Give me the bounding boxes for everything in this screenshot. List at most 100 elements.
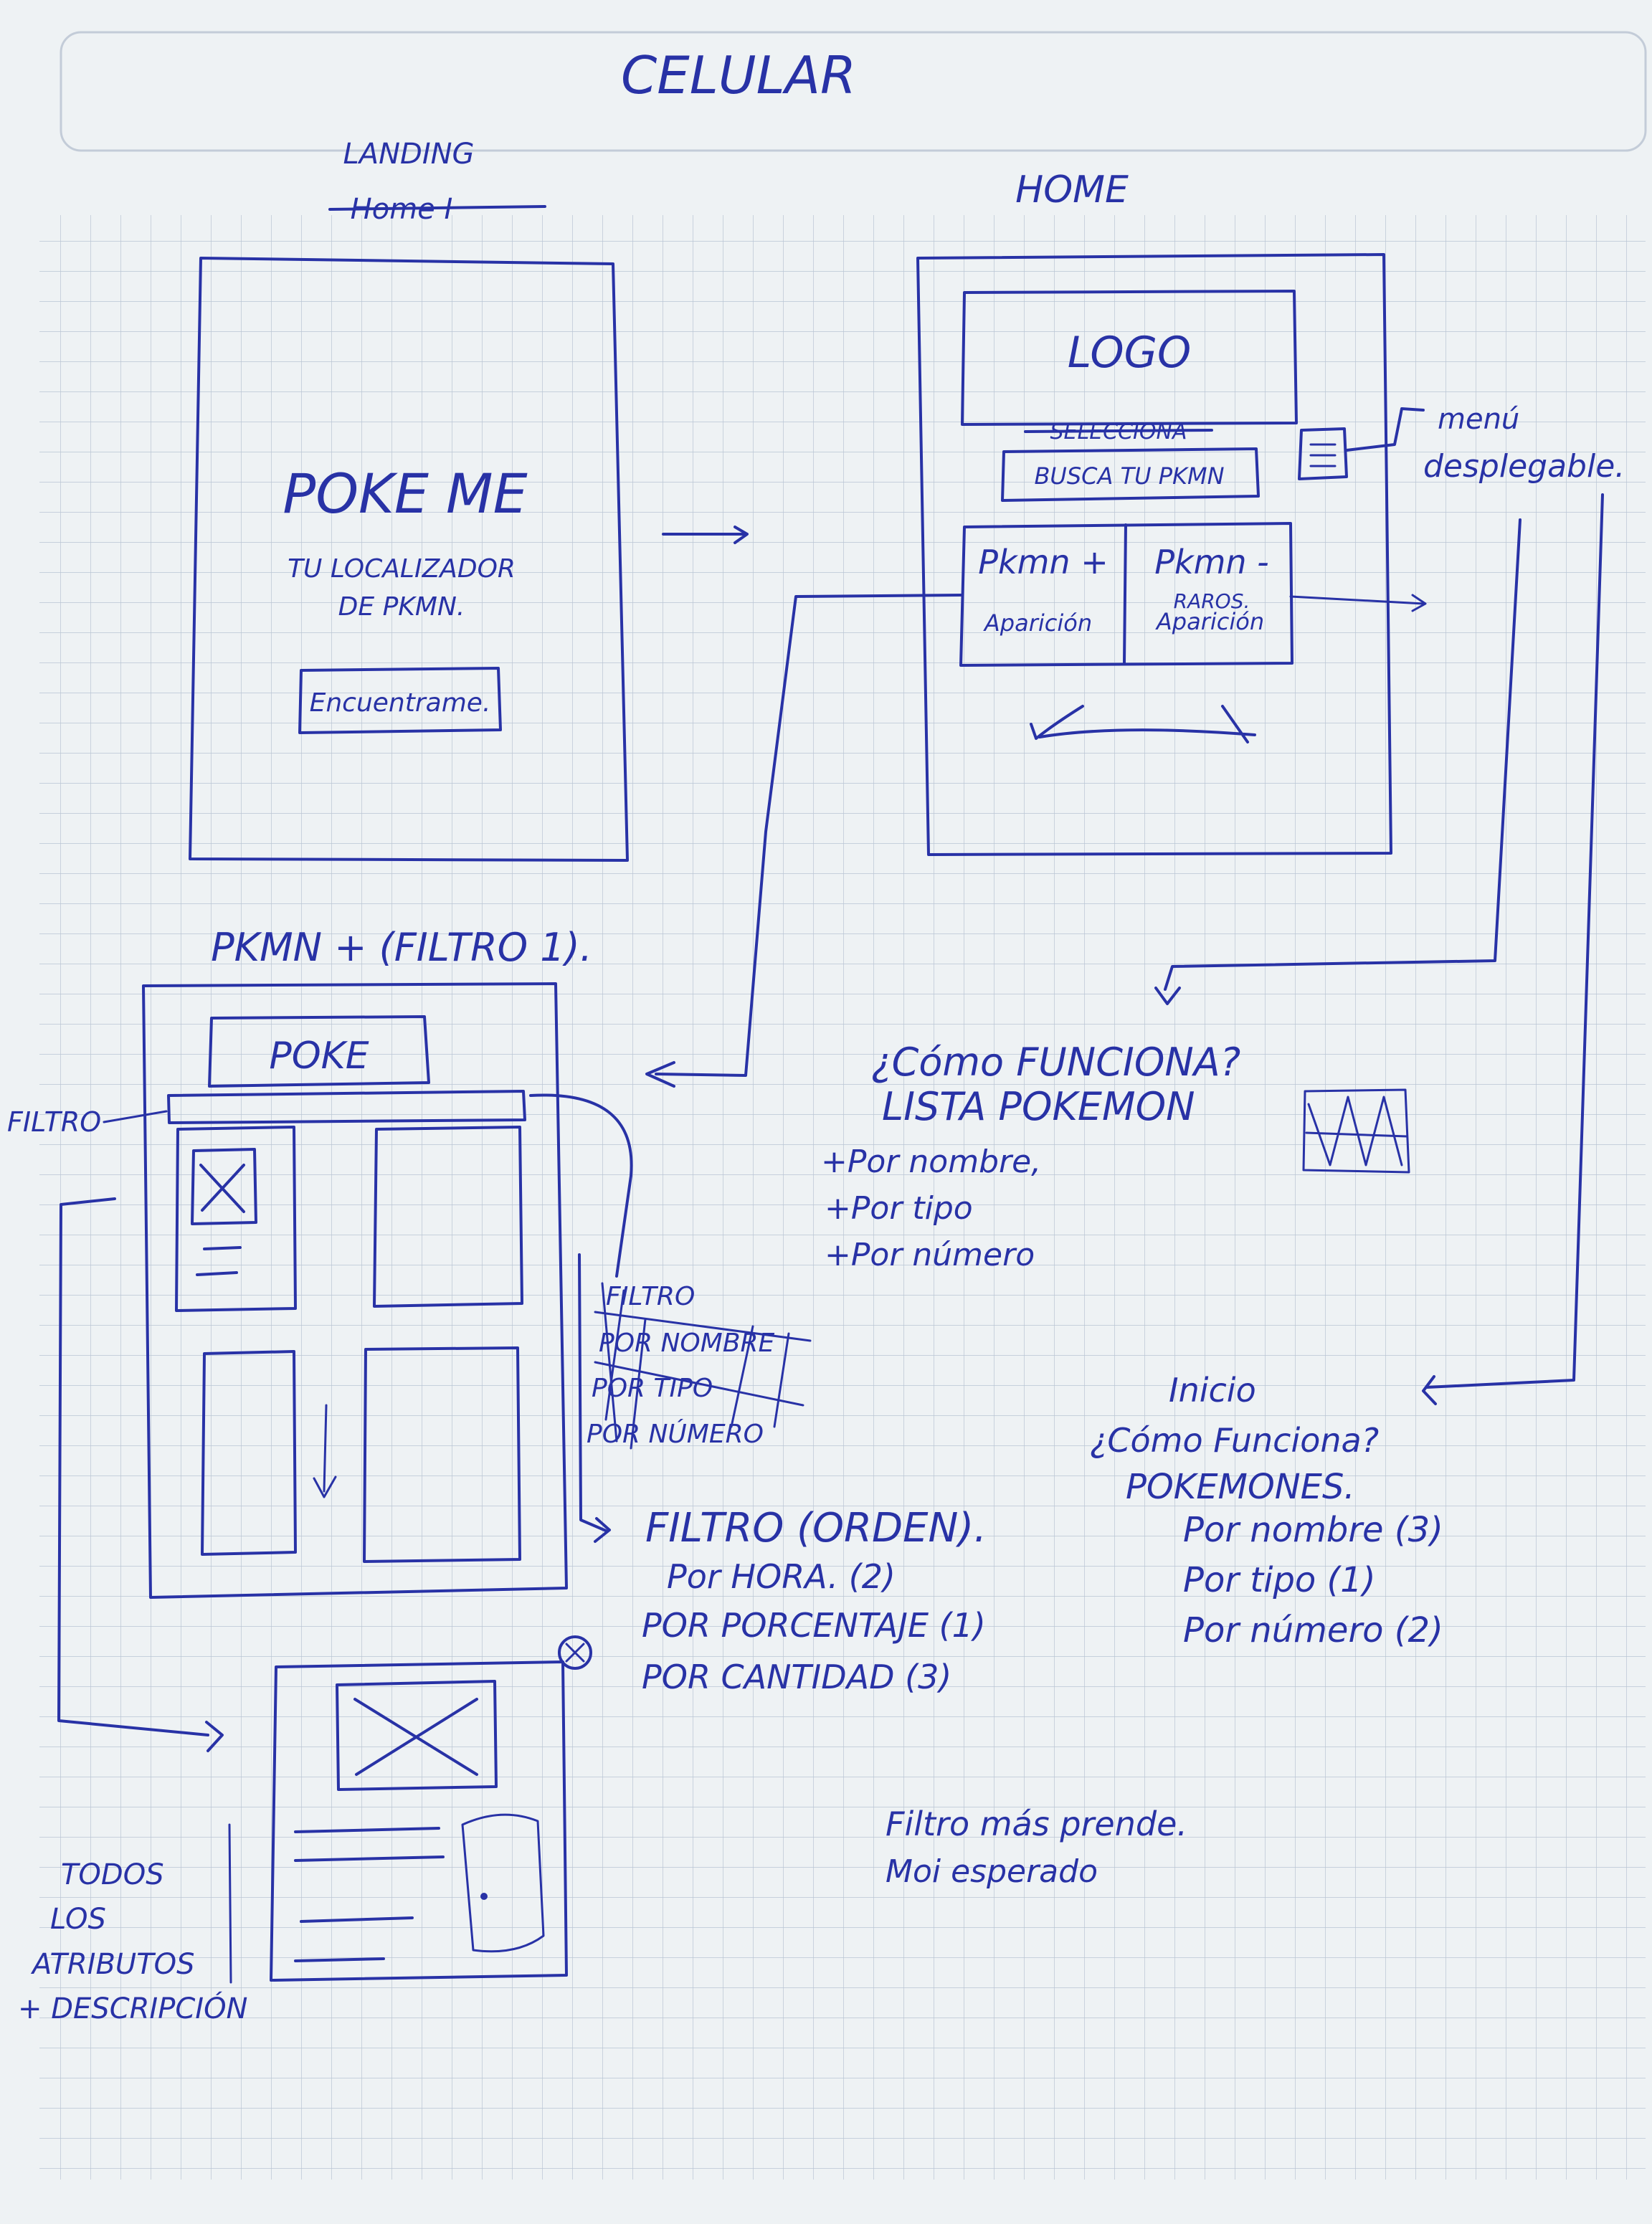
menu-note-2: desplegable. — [1423, 448, 1625, 485]
connector-pkmn-list — [655, 594, 962, 1077]
menu-sub-item: Por nombre (3) — [1183, 1510, 1443, 1550]
detail-note-line: ATRIBUTOS — [30, 1948, 195, 1981]
menu-list-item: Inicio — [1169, 1371, 1256, 1410]
home-cards-divider — [1123, 523, 1127, 665]
landing-cta-button — [298, 667, 502, 734]
filtro-leader — [103, 1110, 168, 1123]
arrowhead — [1154, 987, 1181, 1005]
detail-dot — [480, 1893, 488, 1900]
como-funciona-item: +Por número — [825, 1237, 1035, 1273]
arrowhead — [734, 526, 749, 544]
menu-sub-item: Por tipo (1) — [1183, 1560, 1376, 1600]
filtro-orden-item: POR PORCENTAJE (1) — [642, 1606, 986, 1645]
landing-brand: POKE ME — [283, 462, 527, 526]
crossout-scribble — [594, 1282, 812, 1450]
pkmn-list-logo: POKE — [269, 1035, 369, 1078]
pokemon-card — [201, 1350, 297, 1556]
landing-phone-frame — [189, 257, 629, 862]
detail-note-line: LOS — [50, 1903, 106, 1936]
detail-note-line: + DESCRIPCIÓN — [18, 1991, 247, 2025]
pokemon-card — [363, 1346, 521, 1563]
landing-label: LANDING — [343, 138, 474, 171]
landing-cta-label: Encuentrame. — [310, 688, 491, 718]
arrowhead — [205, 1721, 224, 1752]
crossed-filter-item: FILTRO — [606, 1282, 695, 1311]
arrowhead — [1411, 594, 1427, 612]
menu-note-leader — [1345, 407, 1425, 452]
crossed-filter-item: POR NÚMERO — [587, 1419, 764, 1449]
detail-phone-frame — [270, 1660, 568, 1982]
como-funciona-item: +Por tipo — [825, 1190, 973, 1227]
card-more-sub: Aparición — [983, 609, 1092, 637]
connector-list-detail — [57, 1197, 209, 1736]
home-phone-frame — [916, 253, 1392, 856]
landing-wireframe: LANDING Home I POKE ME TU LOCALIZADOR DE… — [189, 138, 629, 862]
close-icon-cross — [565, 1643, 585, 1663]
detail-image-box — [336, 1680, 498, 1791]
crossed-filter-item: POR NOMBRE — [599, 1329, 775, 1358]
filter-bar — [167, 1090, 526, 1124]
menu-list-block: Inicio ¿Cómo Funciona? POKEMONES. Por no… — [1090, 1371, 1443, 1650]
page-title: CELULAR — [621, 45, 856, 105]
home-wireframe: HOME LOGO SELECCIONA BUSCA TU PKMN menú … — [916, 168, 1625, 856]
landing-tagline-2: DE PKMN. — [338, 592, 465, 622]
crossed-filter-list: FILTRO POR NOMBRE POR TIPO POR NÚMERO — [587, 1282, 812, 1450]
arrowhead — [645, 1061, 675, 1088]
detail-text-lines — [294, 1827, 445, 1962]
home-search-label: BUSCA TU PKMN — [1034, 462, 1224, 490]
arrowhead — [1422, 1375, 1437, 1405]
menu-list-item: ¿Cómo Funciona? — [1090, 1421, 1379, 1460]
como-funciona-subtitle: LISTA POKEMON — [882, 1084, 1195, 1129]
arrowhead — [594, 1517, 611, 1543]
text-lines — [196, 1246, 242, 1276]
detail-bracket — [228, 1823, 232, 1984]
home-search-bar — [1001, 447, 1260, 502]
connector-menu-como-funciona — [1164, 518, 1522, 991]
scroll-down-arrow-icon — [313, 1404, 337, 1498]
filter-connector — [529, 1093, 633, 1278]
menu-note-1: menú — [1438, 403, 1519, 436]
detail-image-cross — [353, 1698, 478, 1776]
pkmn-list-logo-box — [208, 1015, 430, 1088]
pkmn-list-phone-frame — [142, 982, 568, 1599]
filtro-orden-block: FILTRO (ORDEN). Por HORA. (2) POR PORCEN… — [642, 1505, 987, 1696]
detail-side-panel — [461, 1813, 545, 1953]
como-funciona-title: ¿Cómo FUNCIONA? — [871, 1040, 1240, 1085]
grid-paper — [39, 215, 1646, 2180]
card-more-title: Pkmn + — [978, 543, 1109, 581]
pokemon-card — [373, 1126, 523, 1308]
home-logo-box — [961, 290, 1298, 426]
detail-note-line: TODOS — [61, 1858, 164, 1891]
bottom-note-line: Filtro más prende. — [886, 1805, 1187, 1843]
menu-list-item: POKEMONES. — [1126, 1467, 1355, 1507]
card-less-sub-1: RAROS. — [1174, 589, 1250, 613]
card-less-sub-2: Aparición — [1155, 608, 1264, 635]
hamburger-menu-icon — [1298, 427, 1348, 480]
landing-tagline-1: TU LOCALIZADOR — [288, 554, 516, 584]
filtro-orden-item: Por HORA. (2) — [667, 1557, 896, 1596]
filter-connector-2 — [578, 1253, 607, 1532]
menu-sub-item: Por número (2) — [1183, 1610, 1443, 1650]
bottom-note-line: Moi esperado — [886, 1853, 1098, 1890]
pokemon-card — [175, 1126, 297, 1312]
home-cards-box — [959, 522, 1293, 667]
pkmn-list-wireframe: PKMN + (FILTRO 1). POKE FILTRO — [7, 925, 633, 1599]
pkmn-list-label: PKMN + (FILTRO 1). — [211, 925, 592, 970]
swipe-cross-mark — [1038, 705, 1256, 743]
title-band — [60, 31, 1647, 152]
strike-line — [1024, 429, 1213, 433]
home-label: HOME — [1015, 168, 1129, 212]
card-less-title: Pkmn - — [1154, 543, 1269, 581]
connector-menu-list — [1425, 493, 1604, 1389]
home-logo-text: LOGO — [1068, 328, 1192, 378]
como-funciona-item: +Por nombre, — [821, 1144, 1041, 1180]
close-icon — [558, 1635, 592, 1670]
detail-wireframe — [57, 1197, 592, 1984]
arrow-to-less — [1289, 595, 1425, 605]
filtro-note: FILTRO — [7, 1106, 101, 1138]
como-funciona-block: ¿Cómo FUNCIONA? LISTA POKEMON +Por nombr… — [821, 1040, 1410, 1273]
filtro-orden-title: FILTRO (ORDEN). — [645, 1505, 987, 1551]
hamburger-lines — [1309, 443, 1337, 467]
image-cross — [199, 1164, 245, 1213]
